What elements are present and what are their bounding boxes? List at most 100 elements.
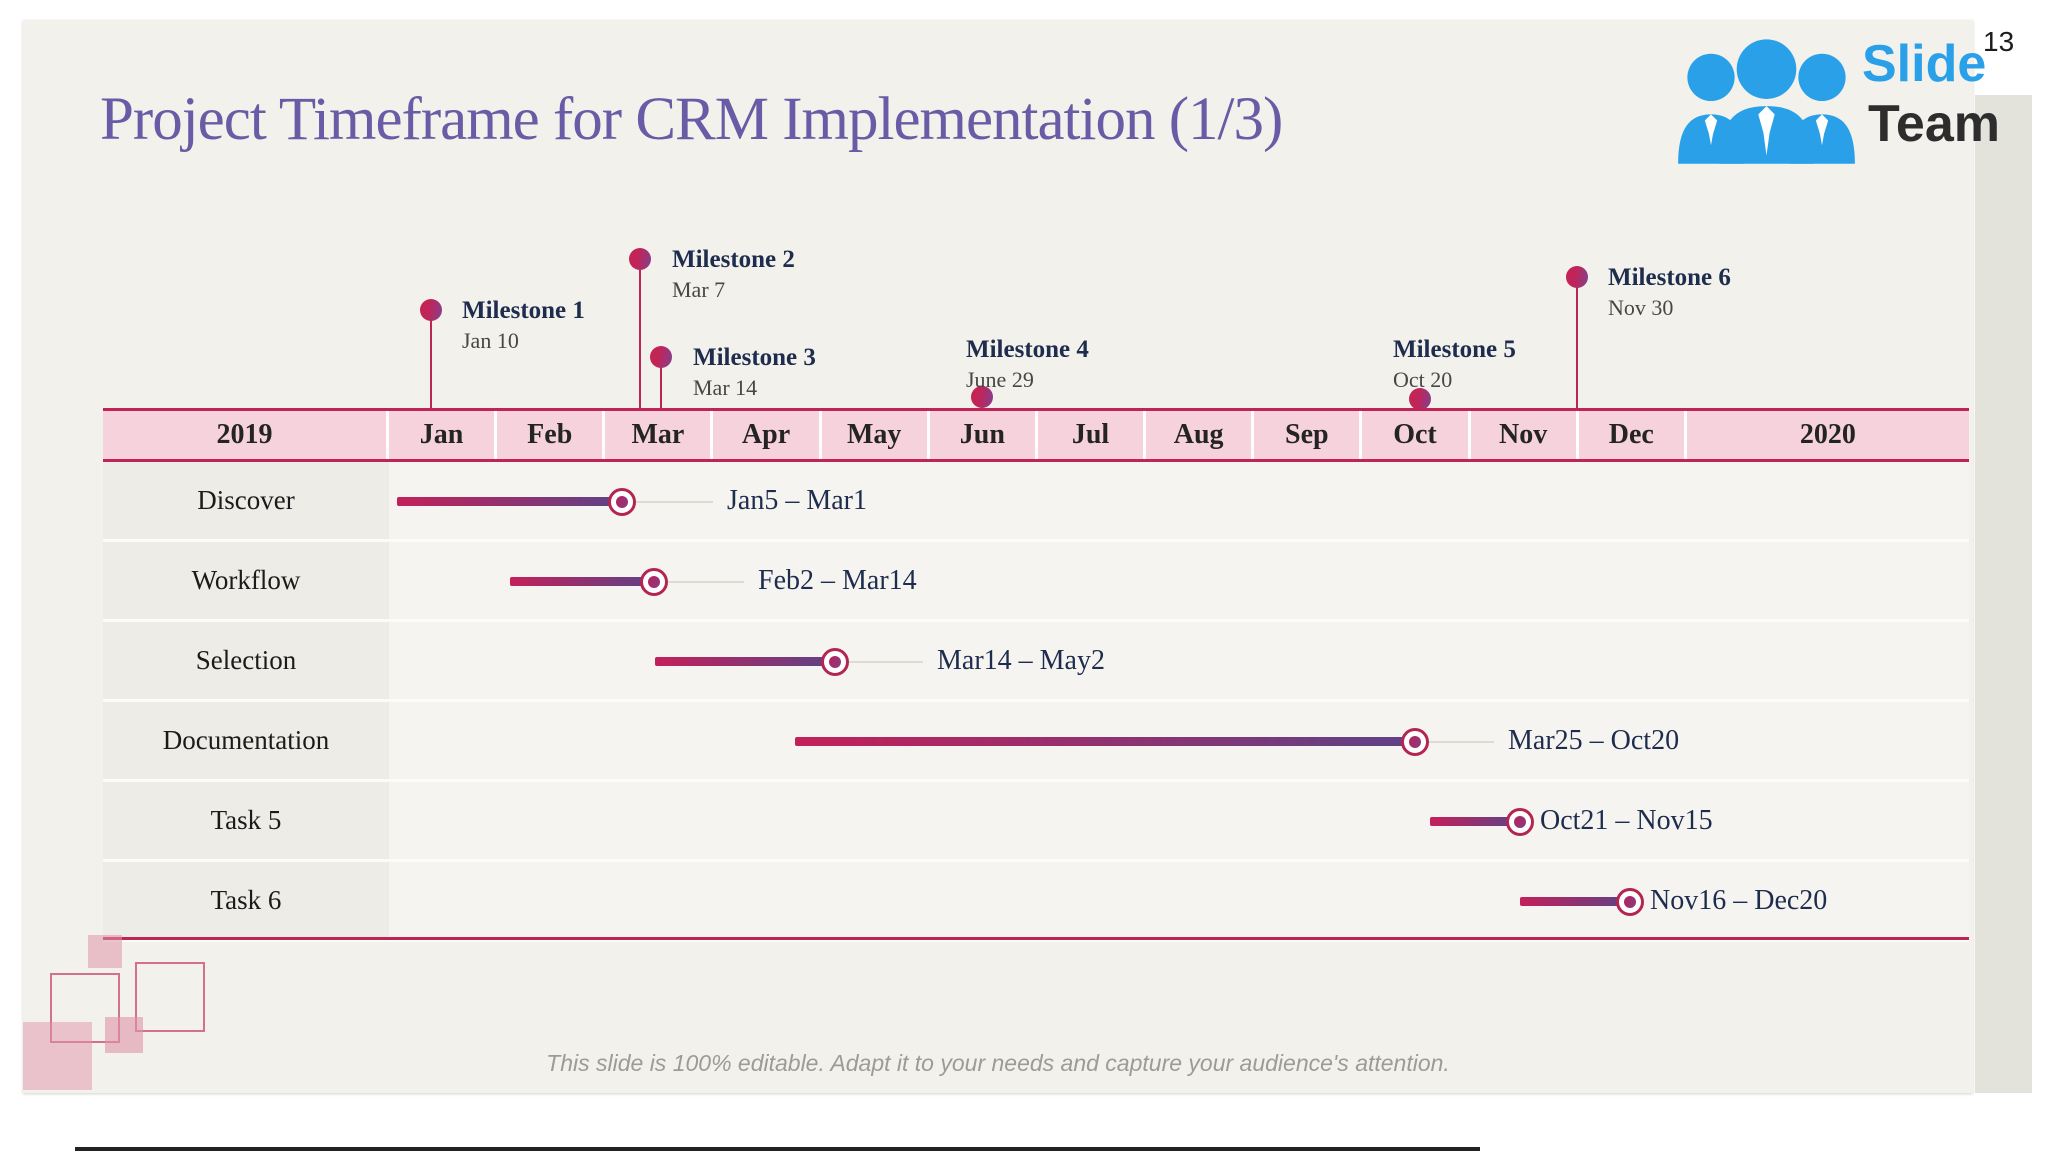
task-bar xyxy=(397,497,622,506)
milestone-stem xyxy=(1576,277,1578,408)
next-slide-edge xyxy=(1975,95,2032,1093)
task-connector-line xyxy=(636,501,713,503)
milestone-dot xyxy=(650,346,672,368)
table-row: Task 6 Nov16 – Dec20 xyxy=(103,862,1969,942)
milestone-label: Milestone 1 Jan 10 xyxy=(462,296,585,356)
task-plot-area: Feb2 – Mar14 xyxy=(389,542,1969,619)
chart-bottom-border xyxy=(103,937,1969,940)
task-end-marker xyxy=(1506,808,1534,836)
decor-square-filled-corner xyxy=(23,1022,92,1090)
milestone-date: Oct 20 xyxy=(1393,367,1453,392)
task-plot-area: Nov16 – Dec20 xyxy=(389,862,1969,939)
year-cell-2020: 2020 xyxy=(1799,419,1856,450)
task-end-marker xyxy=(640,568,668,596)
task-end-marker-dot xyxy=(616,496,628,508)
milestone-dot xyxy=(629,248,651,270)
milestone-title: Milestone 6 xyxy=(1608,264,1731,291)
task-range-label: Mar14 – May2 xyxy=(937,645,1105,676)
task-bar xyxy=(1520,897,1630,906)
page-number: 13 xyxy=(1983,26,2015,57)
milestone-date: Jan 10 xyxy=(462,328,519,353)
month-cell-aug: Aug xyxy=(1146,411,1255,459)
table-row: Selection Mar14 – May2 xyxy=(103,622,1969,702)
milestone-dot xyxy=(1566,266,1588,288)
page-title: Project Timeframe for CRM Implementation… xyxy=(100,85,1283,153)
milestone-title: Milestone 5 xyxy=(1393,336,1516,363)
task-end-marker xyxy=(608,488,636,516)
milestone-stem xyxy=(430,310,432,408)
table-row: Task 5 Oct21 – Nov15 xyxy=(103,782,1969,862)
milestone-title: Milestone 1 xyxy=(462,297,585,324)
task-connector-line xyxy=(849,661,923,663)
month-cell-may: May xyxy=(822,411,930,459)
task-range-label: Jan5 – Mar1 xyxy=(727,485,867,516)
task-range-label: Mar25 – Oct20 xyxy=(1508,725,1680,756)
task-name-label: Discover xyxy=(103,462,389,539)
month-cell-jan: Jan xyxy=(389,411,498,459)
task-bar xyxy=(655,657,835,666)
month-cell-jul: Jul xyxy=(1038,411,1147,459)
milestone-stem xyxy=(660,357,662,408)
milestone-label: Milestone 3 Mar 14 xyxy=(693,343,816,403)
task-range-label: Oct21 – Nov15 xyxy=(1540,805,1713,836)
task-end-marker-dot xyxy=(1624,896,1636,908)
task-range-label: Nov16 – Dec20 xyxy=(1650,885,1828,916)
task-end-marker xyxy=(1401,728,1429,756)
logo-word-team: Team xyxy=(1868,95,2000,153)
milestone-date: June 29 xyxy=(966,367,1034,392)
logo-word-slide: Slide xyxy=(1862,35,1987,93)
table-row: Workflow Feb2 – Mar14 xyxy=(103,542,1969,622)
month-cell-nov: Nov xyxy=(1471,411,1579,459)
month-cell-dec: Dec xyxy=(1579,411,1687,459)
decor-square-filled-small xyxy=(88,935,122,968)
milestone-label: Milestone 2 Mar 7 xyxy=(672,245,795,305)
task-name-label: Task 6 xyxy=(103,862,389,939)
bottom-edge-artifact xyxy=(75,1147,1480,1151)
task-bar xyxy=(795,737,1415,746)
milestone-label: Milestone 4 June 29 xyxy=(966,335,1089,395)
milestone-stem xyxy=(639,259,641,408)
month-cell-apr: Apr xyxy=(713,411,822,459)
task-name-label: Selection xyxy=(103,622,389,699)
year-cell-2019: 2019 xyxy=(103,411,389,459)
task-end-marker-dot xyxy=(1514,816,1526,828)
decor-square-filled-mid xyxy=(105,1017,143,1053)
task-end-marker xyxy=(1616,888,1644,916)
task-end-marker-dot xyxy=(829,656,841,668)
milestone-dot xyxy=(971,386,993,408)
task-range-label: Feb2 – Mar14 xyxy=(758,565,917,596)
milestone-title: Milestone 4 xyxy=(966,336,1089,363)
milestone-dot xyxy=(1409,388,1431,410)
month-cell-oct: Oct xyxy=(1362,411,1471,459)
task-plot-area: Jan5 – Mar1 xyxy=(389,462,1969,539)
month-cell-mar: Mar xyxy=(605,411,714,459)
task-name-label: Task 5 xyxy=(103,782,389,859)
month-cell-feb: Feb xyxy=(497,411,606,459)
milestone-date: Mar 7 xyxy=(672,277,726,302)
people-group-icon xyxy=(1678,39,1855,164)
task-connector-line xyxy=(1429,741,1494,743)
footer-note: This slide is 100% editable. Adapt it to… xyxy=(546,1050,1450,1076)
milestone-label: Milestone 5 Oct 20 xyxy=(1393,335,1516,395)
task-end-marker-dot xyxy=(648,576,660,588)
slideteam-logo: Slide Team xyxy=(1670,30,2030,168)
month-cell-jun: Jun xyxy=(930,411,1038,459)
task-bar xyxy=(1430,817,1520,826)
milestone-date: Mar 14 xyxy=(693,375,758,400)
decor-square-outline-right xyxy=(135,962,205,1032)
task-plot-area: Oct21 – Nov15 xyxy=(389,782,1969,859)
milestone-title: Milestone 2 xyxy=(672,246,795,273)
task-name-label: Workflow xyxy=(103,542,389,619)
milestone-dot xyxy=(420,299,442,321)
month-cell-sep: Sep xyxy=(1254,411,1363,459)
task-end-marker xyxy=(821,648,849,676)
task-plot-area: Mar14 – May2 xyxy=(389,622,1969,699)
task-plot-area: Mar25 – Oct20 xyxy=(389,702,1969,779)
task-bar xyxy=(510,577,654,586)
milestone-title: Milestone 3 xyxy=(693,344,816,371)
